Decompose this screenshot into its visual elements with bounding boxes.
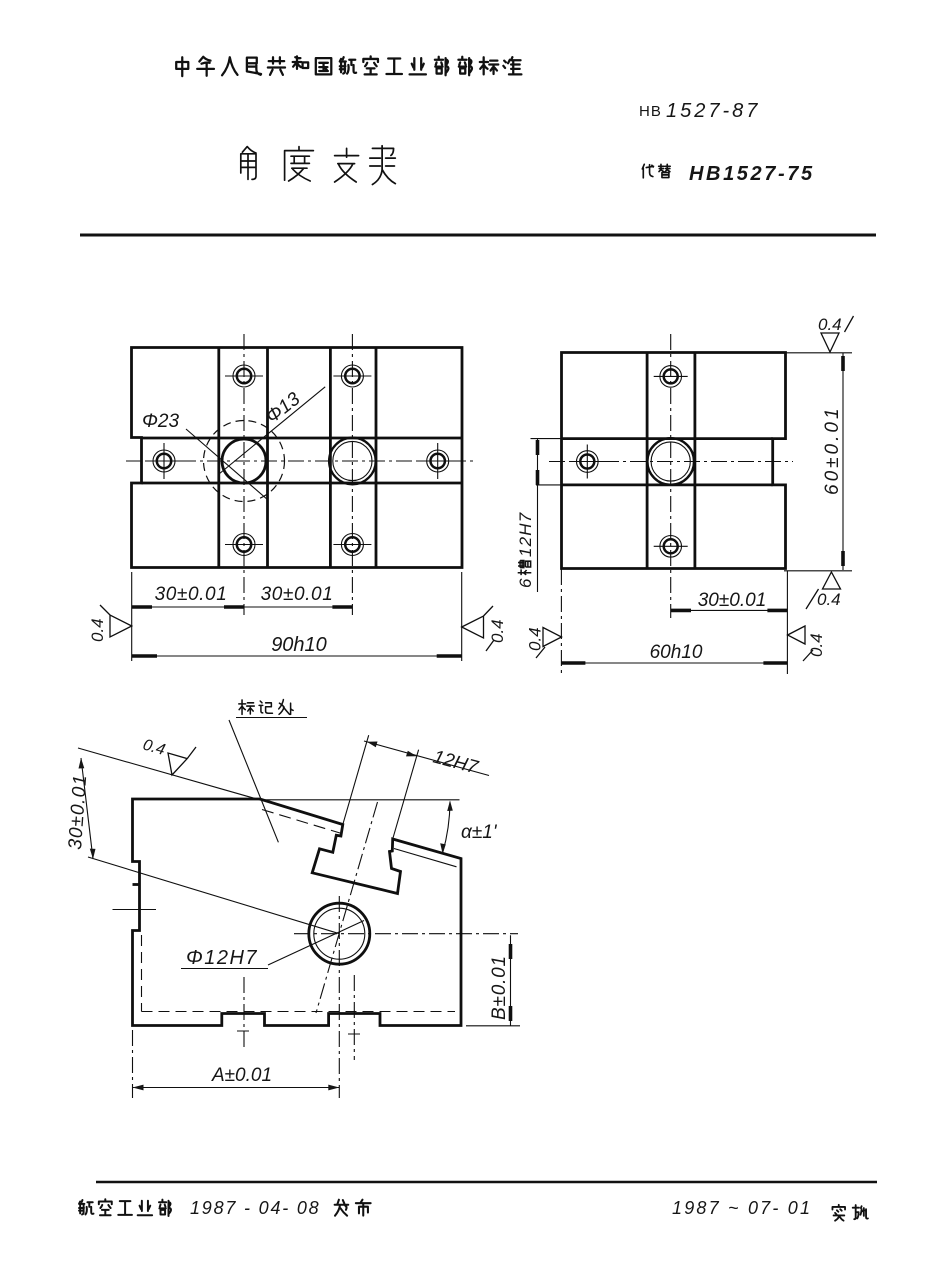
svg-text:α±1': α±1' [461, 822, 498, 843]
svg-text:12H7: 12H7 [516, 512, 535, 557]
svg-text:60h10: 60h10 [650, 642, 703, 663]
svg-text:0.4: 0.4 [141, 737, 167, 760]
svg-text:0.4: 0.4 [818, 315, 842, 334]
svg-text:A±0.01: A±0.01 [211, 1065, 272, 1086]
svg-text:0.4: 0.4 [488, 619, 507, 643]
svg-text:6: 6 [516, 578, 535, 588]
svg-text:30±0.01: 30±0.01 [155, 584, 228, 605]
svg-text:1987 - 04- 08: 1987 - 04- 08 [190, 1198, 320, 1218]
svg-text:0.4: 0.4 [817, 590, 841, 609]
svg-text:0.4: 0.4 [807, 633, 826, 657]
svg-text:1527-87: 1527-87 [666, 100, 760, 122]
svg-text:Φ23: Φ23 [142, 411, 179, 432]
svg-text:0.4: 0.4 [526, 627, 545, 651]
svg-text:30±0.01: 30±0.01 [698, 590, 767, 611]
svg-text:Φ12H7: Φ12H7 [186, 947, 258, 969]
svg-text:HB: HB [639, 103, 662, 120]
svg-text:60±0.01: 60±0.01 [822, 405, 843, 495]
svg-text:30±0.01: 30±0.01 [261, 584, 334, 605]
svg-text:B±0.01: B±0.01 [489, 955, 510, 1020]
svg-text:12H7: 12H7 [431, 747, 482, 779]
svg-text:90h10: 90h10 [271, 634, 327, 656]
svg-text:HB1527-75: HB1527-75 [689, 163, 815, 185]
svg-text:1987 ~ 07- 01: 1987 ~ 07- 01 [672, 1198, 812, 1218]
svg-text:30±0.01: 30±0.01 [65, 774, 91, 851]
svg-text:0.4: 0.4 [88, 618, 107, 642]
